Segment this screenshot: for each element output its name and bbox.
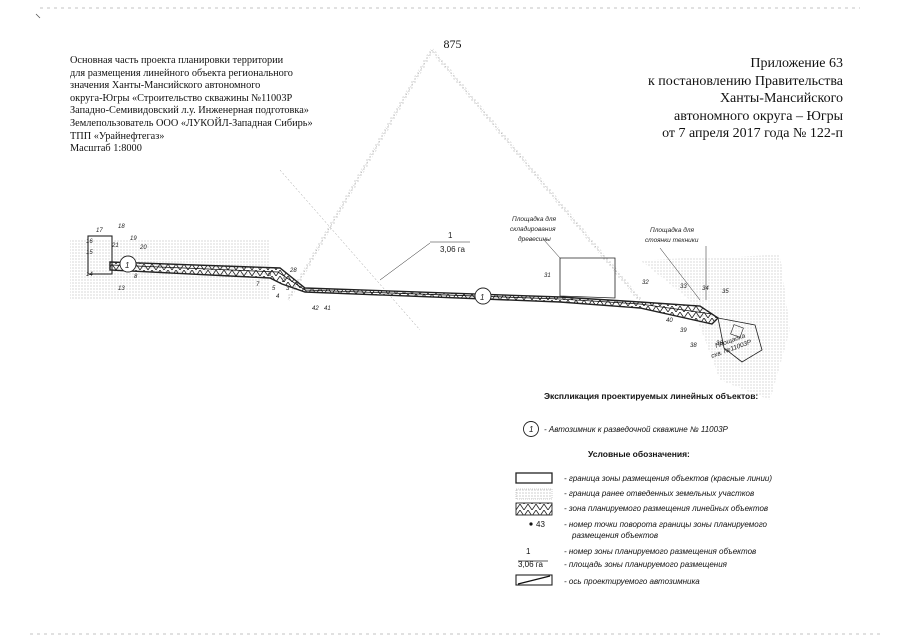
turn-point-label: 20 <box>139 245 147 251</box>
title-line: Западно-Семивидовский л.у. Инженерная по… <box>70 105 309 117</box>
legend-item-turn-point: 43 - номер точки поворота границы зоны п… <box>500 520 860 540</box>
left-site-outline <box>87 235 113 275</box>
legend-item-label: - номер точки поворота границы зоны план… <box>564 520 768 529</box>
legend-item-zone-number: 1 - номер зоны планируемого размещения о… <box>500 547 860 561</box>
title-line: значения Ханты-Мансийского автономного <box>70 80 261 92</box>
parking-site-label-1: Площадка для <box>650 226 695 234</box>
appendix-line: автономного округа – Югры <box>674 108 843 124</box>
title-line: Масштаб 1:8000 <box>70 143 142 155</box>
turn-point-label: 35 <box>722 289 729 295</box>
turn-point-label: 16 <box>86 239 93 245</box>
title-line: округа-Югры «Строительство скважины №110… <box>70 92 293 104</box>
turn-point-label: 42 <box>312 306 319 312</box>
road-marker-center-label: 1 <box>480 293 484 302</box>
legend-item-zone-area: 3,06 га - площадь зоны планируемого разм… <box>500 560 860 574</box>
turn-point-label: 19 <box>130 236 137 242</box>
legend-item-red-lines: - граница зоны размещения объектов (крас… <box>500 474 860 488</box>
turn-point-label: 41 <box>324 306 331 312</box>
storage-site-label-2: складирования <box>510 225 556 233</box>
turn-point-label: 2 <box>281 278 286 284</box>
turn-point-label: 36 <box>716 341 723 347</box>
right-stipple-area <box>640 255 790 400</box>
turn-point-label: 40 <box>666 318 673 324</box>
symbols-title: Условные обозначения: <box>588 449 690 459</box>
legend-item-label: - ось проектируемого автозимника <box>564 577 700 586</box>
turn-point-label: 18 <box>118 224 125 230</box>
storage-site-label-1: Площадка для <box>512 215 557 223</box>
turn-point-label: 17 <box>96 228 103 234</box>
turn-point-label: 38 <box>690 343 697 349</box>
turn-point-label: 39 <box>680 328 687 334</box>
title-block: Основная часть проекта планировки террит… <box>70 55 400 156</box>
parking-site-label-2: стоянки техники <box>645 237 699 244</box>
diagonal-boundary <box>279 169 421 331</box>
explication-item: 1 - Автозимник к разведочной скважине № … <box>500 425 860 439</box>
zone-area-label: 3,06 га <box>440 245 466 254</box>
well-site-outline <box>717 317 763 363</box>
turn-point-label: 21 <box>111 243 119 249</box>
legend-road-marker-symbol <box>523 421 539 437</box>
legend-item-label: - граница ранее отведенных земельных уча… <box>564 489 755 498</box>
appendix-header: Приложение 63 к постановлению Правительс… <box>513 55 843 143</box>
zone-number-marker: 1 <box>526 547 531 556</box>
turn-point-label: 32 <box>642 280 649 286</box>
turn-point-label: 14 <box>86 272 93 278</box>
legend-item-allocated: - граница ранее отведенных земельных уча… <box>500 489 860 503</box>
turn-point-label: 13 <box>118 286 125 292</box>
turn-point-label: 8 <box>134 274 138 280</box>
legend-planned-zone-symbol <box>515 502 553 516</box>
road-marker-left <box>119 255 137 273</box>
explication-title: Экспликация проектируемых линейных объек… <box>544 391 759 401</box>
turn-point-label: 28 <box>289 268 297 274</box>
legend-allocated-symbol <box>515 488 553 500</box>
road-marker-left-label: 1 <box>125 261 129 270</box>
road-marker-center <box>474 287 492 305</box>
legend-item-label: - площадь зоны планируемого размещения <box>564 560 727 569</box>
road-axis-line <box>111 264 713 315</box>
legend-item-planned-zone: - зона планируемого размещения линейных … <box>500 504 860 518</box>
turn-point-label: 7 <box>256 282 260 288</box>
explication-item-marker: 1 <box>529 425 534 434</box>
turn-point-label: 5 <box>272 286 276 292</box>
turn-point-label: 34 <box>702 286 709 292</box>
legend-item-road-axis: - ось проектируемого автозимника <box>500 577 860 591</box>
storage-site-label-3: древесины <box>518 235 551 243</box>
turn-point-label: 15 <box>86 250 93 256</box>
title-line: Основная часть проекта планировки террит… <box>70 55 284 66</box>
zone-boundary <box>109 261 720 325</box>
turn-point-label: 4 <box>276 294 280 300</box>
zone-area-marker: 3,06 га <box>518 560 543 569</box>
legend-item-label: - граница зоны размещения объектов (крас… <box>564 474 773 483</box>
crop-tick <box>35 13 41 19</box>
title-line: Землепользователь ООО «ЛУКОЙЛ-Западная С… <box>70 117 313 129</box>
turn-point-label: 3 <box>286 286 290 292</box>
legend-turn-point-symbol <box>529 522 533 526</box>
turn-point-label: 33 <box>680 284 687 290</box>
zone-number-label: 1 <box>448 231 453 240</box>
legend-item-label: - номер зоны планируемого размещения объ… <box>564 547 757 556</box>
legend-red-lines-symbol <box>515 472 553 484</box>
title-line: ТПП «Урайнефтегаз» <box>70 130 165 142</box>
appendix-line: к постановлению Правительства <box>647 73 843 89</box>
turn-point-label: 6 <box>268 272 272 278</box>
turn-point-marker: 43 <box>536 520 545 529</box>
explication-item-text: - Автозимник к разведочной скважине № 11… <box>544 425 728 434</box>
appendix-line: Ханты-Мансийского <box>719 91 843 106</box>
legend-item-label: размещения объектов <box>572 531 659 540</box>
storage-site-outline <box>559 257 616 299</box>
legend-item-label: - зона планируемого размещения линейных … <box>564 504 769 513</box>
turn-point-label: 31 <box>544 273 551 279</box>
appendix-line: от 7 апреля 2017 года № 122-п <box>662 126 843 141</box>
page-number: 875 <box>443 37 462 51</box>
appendix-line: Приложение 63 <box>750 56 843 71</box>
title-line: для размещения линейного объекта региона… <box>70 67 293 79</box>
